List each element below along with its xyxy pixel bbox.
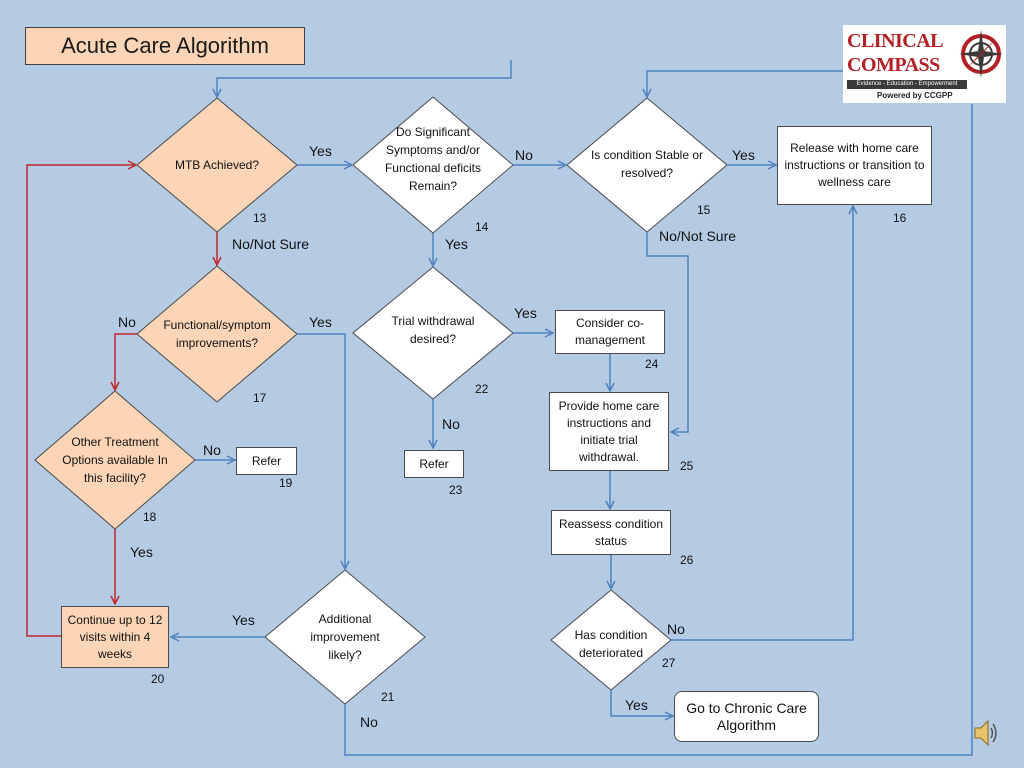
arrow-17-to-18 (115, 333, 137, 390)
node-17-label: Functional/symptom improvements? (163, 318, 271, 350)
edge-label-21-no: No (360, 714, 378, 730)
arrow-27-to-chronic (610, 690, 673, 716)
logo-line-1: CLINICAL (847, 30, 944, 52)
edge-label-27-16: No (667, 621, 685, 637)
node-chronic-box: Go to Chronic Care Algorithm (674, 691, 819, 742)
node-13-label: MTB Achieved? (174, 158, 260, 172)
node-19-number: 19 (279, 476, 293, 490)
edge-label-14-15: No (515, 147, 533, 163)
node-18-label: Other Treatment Options available In thi… (62, 435, 168, 485)
arrow-27-to-16 (671, 206, 853, 641)
page-title: Acute Care Algorithm (25, 27, 305, 65)
edge-label-13-14: Yes (309, 143, 332, 159)
node-17-number: 17 (253, 391, 267, 405)
edge-label-22-24: Yes (514, 305, 537, 321)
node-20-box: Continue up to 12 visits within 4 weeks (61, 606, 169, 668)
node-24-number: 24 (645, 357, 659, 371)
edge-label-22-23: No (442, 416, 460, 432)
node-15-label: Is condition Stable or resolved? (590, 148, 704, 180)
node-26-box: Reassess condition status (551, 510, 671, 555)
node-13-number: 13 (253, 211, 267, 225)
edge-label-27-chronic: Yes (625, 697, 648, 713)
node-20-number: 20 (151, 672, 165, 686)
node-14-number: 14 (475, 220, 489, 234)
node-25-number: 25 (680, 459, 694, 473)
logo-line-2: COMPASS (847, 54, 940, 76)
edge-label-17-18: No (118, 314, 136, 330)
node-23-number: 23 (449, 483, 463, 497)
node-21-number: 21 (381, 690, 395, 704)
arrow-title-to-13 (217, 60, 512, 97)
node-23-box: Refer (404, 450, 464, 478)
edge-label-18-20: Yes (130, 544, 153, 560)
logo-tagline: Evidence - Education - Empowerment (847, 80, 967, 89)
node-26-number: 26 (680, 553, 694, 567)
node-25-box: Provide home care instructions and initi… (549, 392, 669, 471)
node-27-label: Has condition deteriorated (574, 628, 648, 660)
node-21-label: Additional improvement likely? (310, 612, 380, 662)
edge-label-14-22: Yes (445, 236, 468, 252)
speaker-icon[interactable] (972, 716, 1000, 750)
edge-label-15-16: Yes (732, 147, 755, 163)
edge-label-15-25: No/Not Sure (659, 228, 737, 244)
logo-powered-by: Powered by CCGPP (877, 91, 953, 100)
edge-label-13-17: No/Not Sure (232, 236, 310, 252)
arrow-15-to-25 (646, 232, 689, 432)
node-19-box: Refer (236, 447, 297, 475)
node-24-box: Consider co-management (555, 310, 665, 354)
node-16-box: Release with home care instructions or t… (777, 126, 932, 205)
node-14-label: Do Significant Symptoms and/or Functiona… (384, 125, 482, 193)
edge-label-21-20: Yes (232, 612, 255, 628)
edge-label-18-19: No (203, 442, 221, 458)
arrow-17-to-21 (297, 333, 345, 569)
arrow-21-no-loop (344, 104, 973, 756)
node-15-number: 15 (697, 203, 711, 217)
node-16-number: 16 (893, 211, 907, 225)
decision-diamond-17 (136, 265, 298, 403)
edge-label-17-21: Yes (309, 314, 332, 330)
compass-icon (959, 30, 1003, 78)
node-27-number: 27 (662, 656, 676, 670)
node-22-number: 22 (475, 382, 489, 396)
node-22-label: Trial withdrawal desired? (391, 314, 475, 346)
node-18-number: 18 (143, 510, 157, 524)
arrow-logo-to-15 (647, 70, 843, 97)
arrow-20-to-13 (26, 165, 136, 637)
clinical-compass-logo: CLINICAL COMPASS Evidence - Education - … (843, 25, 1006, 103)
